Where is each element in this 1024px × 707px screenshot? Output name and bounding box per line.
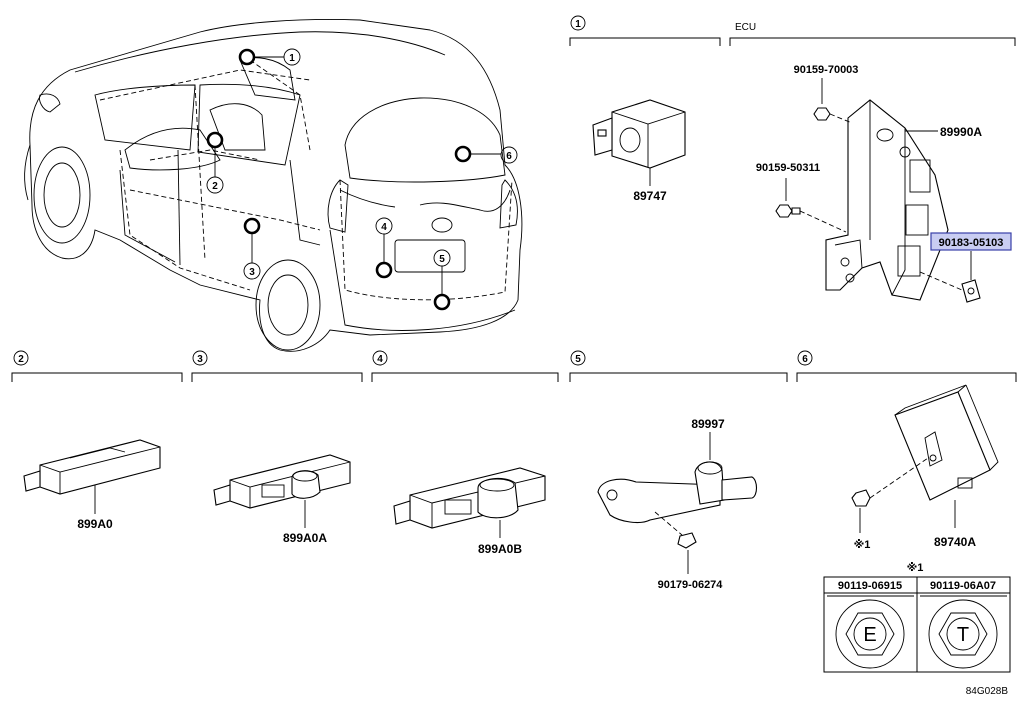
svg-text:1: 1 <box>575 19 581 30</box>
section-6-header: 6 <box>796 350 1017 382</box>
part-label-90183-05103: 90183-05103 <box>939 237 1004 249</box>
bolt-symbol-e: E <box>835 599 905 669</box>
location-marker-1 <box>238 48 256 66</box>
part-label-89747: 89747 <box>633 189 667 203</box>
svg-text:ECU: ECU <box>735 22 756 33</box>
location-marker-2 <box>206 131 224 149</box>
location-marker-6 <box>454 145 472 163</box>
part-899A0A-antenna[interactable]: 899A0A <box>213 454 351 545</box>
diagram-code: 84G028B <box>966 686 1009 697</box>
note-col-part-1: 90119-06915 <box>838 580 902 592</box>
part-89997-sensor[interactable]: 89997 90179-06274 <box>597 417 758 591</box>
part-highlight-90183-05103 <box>930 232 1012 251</box>
part-89740A-module[interactable]: ※1 89740A <box>851 384 999 551</box>
location-marker-5 <box>433 293 451 311</box>
part-label-89997: 89997 <box>691 417 725 431</box>
part-label-899A0B: 899A0B <box>478 542 522 556</box>
section-1-header: 1 <box>569 15 721 46</box>
part-label-899A0A: 899A0A <box>283 531 327 545</box>
car-callout-6: 6 <box>506 151 512 162</box>
svg-text:6: 6 <box>802 354 808 365</box>
bolt-symbol-t-label: T <box>957 624 969 646</box>
car-callouts: 1 2 3 4 5 6 <box>206 48 518 295</box>
section-2-header: 2 <box>11 350 183 382</box>
car-callout-5: 5 <box>439 254 445 265</box>
svg-text:5: 5 <box>575 354 581 365</box>
section-3-header: 3 <box>191 350 363 382</box>
bolt-symbol-t: T <box>928 599 998 669</box>
part-label-90159-70003: 90159-70003 <box>794 64 859 76</box>
section-5-header: 5 <box>569 350 788 382</box>
car-callout-3: 3 <box>249 267 255 278</box>
note-mark-label: ※1 <box>854 539 871 551</box>
part-899A0B-antenna[interactable]: 899A0B <box>393 467 546 556</box>
location-marker-4 <box>375 261 393 279</box>
part-label-89740A: 89740A <box>934 535 976 549</box>
svg-text:3: 3 <box>197 354 203 365</box>
note-table: ※1 90119-06915 90119-06A07 E T <box>823 562 1011 673</box>
part-label-89990A: 89990A <box>940 125 982 139</box>
note-col-part-2: 90119-06A07 <box>930 580 996 592</box>
part-89747-relay[interactable]: 89747 <box>592 99 686 203</box>
location-marker-3 <box>243 217 261 235</box>
bolt-symbol-e-label: E <box>863 624 876 646</box>
part-label-90159-50311: 90159-50311 <box>756 162 820 174</box>
car-callout-1: 1 <box>289 53 295 64</box>
part-899A0-antenna[interactable]: 899A0 <box>23 439 161 531</box>
section-4-header: 4 <box>371 350 559 382</box>
car-callout-2: 2 <box>212 181 218 192</box>
section-ecu-header: ECU <box>729 22 1016 46</box>
svg-text:2: 2 <box>18 354 24 365</box>
location-markers <box>206 48 472 311</box>
vehicle-illustration <box>24 19 523 352</box>
ecu-assembly[interactable]: 90159-70003 90159-50311 89990A 90183-051… <box>756 64 1012 303</box>
part-label-90179-06274: 90179-06274 <box>658 579 724 591</box>
note-table-header: ※1 <box>907 562 924 574</box>
car-callout-4: 4 <box>381 222 387 233</box>
svg-text:4: 4 <box>377 354 383 365</box>
part-label-899A0: 899A0 <box>77 517 113 531</box>
